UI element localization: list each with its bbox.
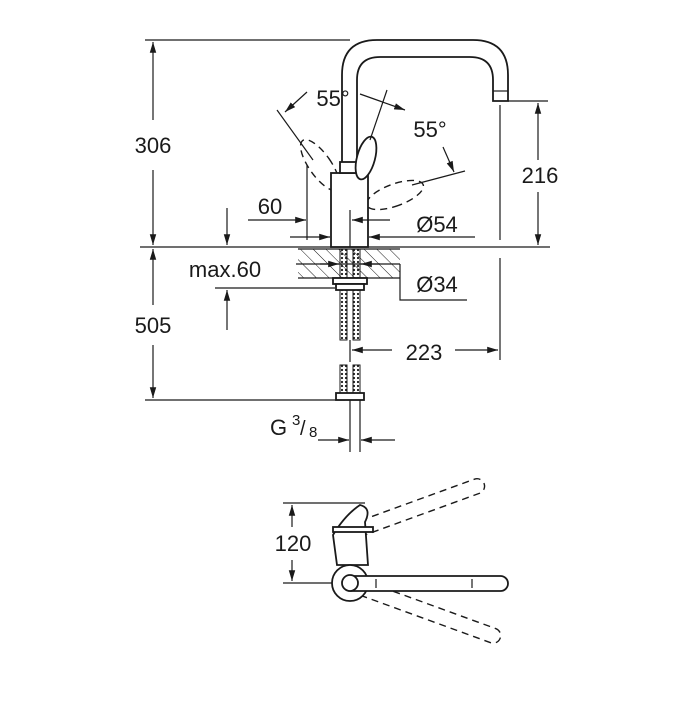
label-306: 306 bbox=[135, 133, 172, 158]
label-60: 60 bbox=[258, 194, 282, 219]
label-angle-right: 55° bbox=[413, 117, 446, 142]
dimension-angles: 55° 55° bbox=[276, 86, 466, 186]
countertop-section bbox=[296, 248, 400, 279]
dimension-hole-diameter: Ø34 bbox=[399, 264, 467, 301]
lever-left-position bbox=[299, 138, 341, 192]
label-angle-left: 55° bbox=[316, 86, 349, 111]
label-thread-g: G bbox=[270, 415, 287, 440]
dimension-total-height: 306 bbox=[135, 41, 172, 245]
top-lever-handle bbox=[342, 575, 509, 592]
label-diameter-54: Ø54 bbox=[416, 212, 458, 237]
dimension-thread: G 3 / 8 bbox=[270, 412, 395, 444]
supply-hoses bbox=[332, 248, 368, 452]
label-216: 216 bbox=[522, 163, 559, 188]
dimension-spout-height: 216 bbox=[522, 103, 559, 245]
label-505: 505 bbox=[135, 313, 172, 338]
reference-lines bbox=[140, 39, 550, 401]
lever-right-position bbox=[365, 179, 425, 211]
label-223: 223 bbox=[406, 340, 443, 365]
dimension-body-diameter: Ø54 bbox=[290, 212, 475, 241]
top-view: 120 bbox=[275, 478, 509, 644]
label-max-60: max.60 bbox=[189, 257, 261, 282]
faucet-spout bbox=[341, 39, 509, 166]
dimension-lever-offset: 60 bbox=[248, 165, 390, 247]
label-thread-numerator: 3 bbox=[292, 412, 300, 429]
thread-slash: / bbox=[300, 418, 306, 440]
dimension-counter-thickness: max.60 bbox=[189, 208, 335, 330]
label-diameter-34: Ø34 bbox=[416, 272, 458, 297]
dimension-spout-reach: 223 bbox=[349, 340, 498, 365]
label-thread-denominator: 8 bbox=[309, 424, 317, 441]
top-body bbox=[332, 504, 369, 566]
label-120: 120 bbox=[275, 531, 312, 556]
dimension-hose-length: 505 bbox=[135, 249, 172, 398]
